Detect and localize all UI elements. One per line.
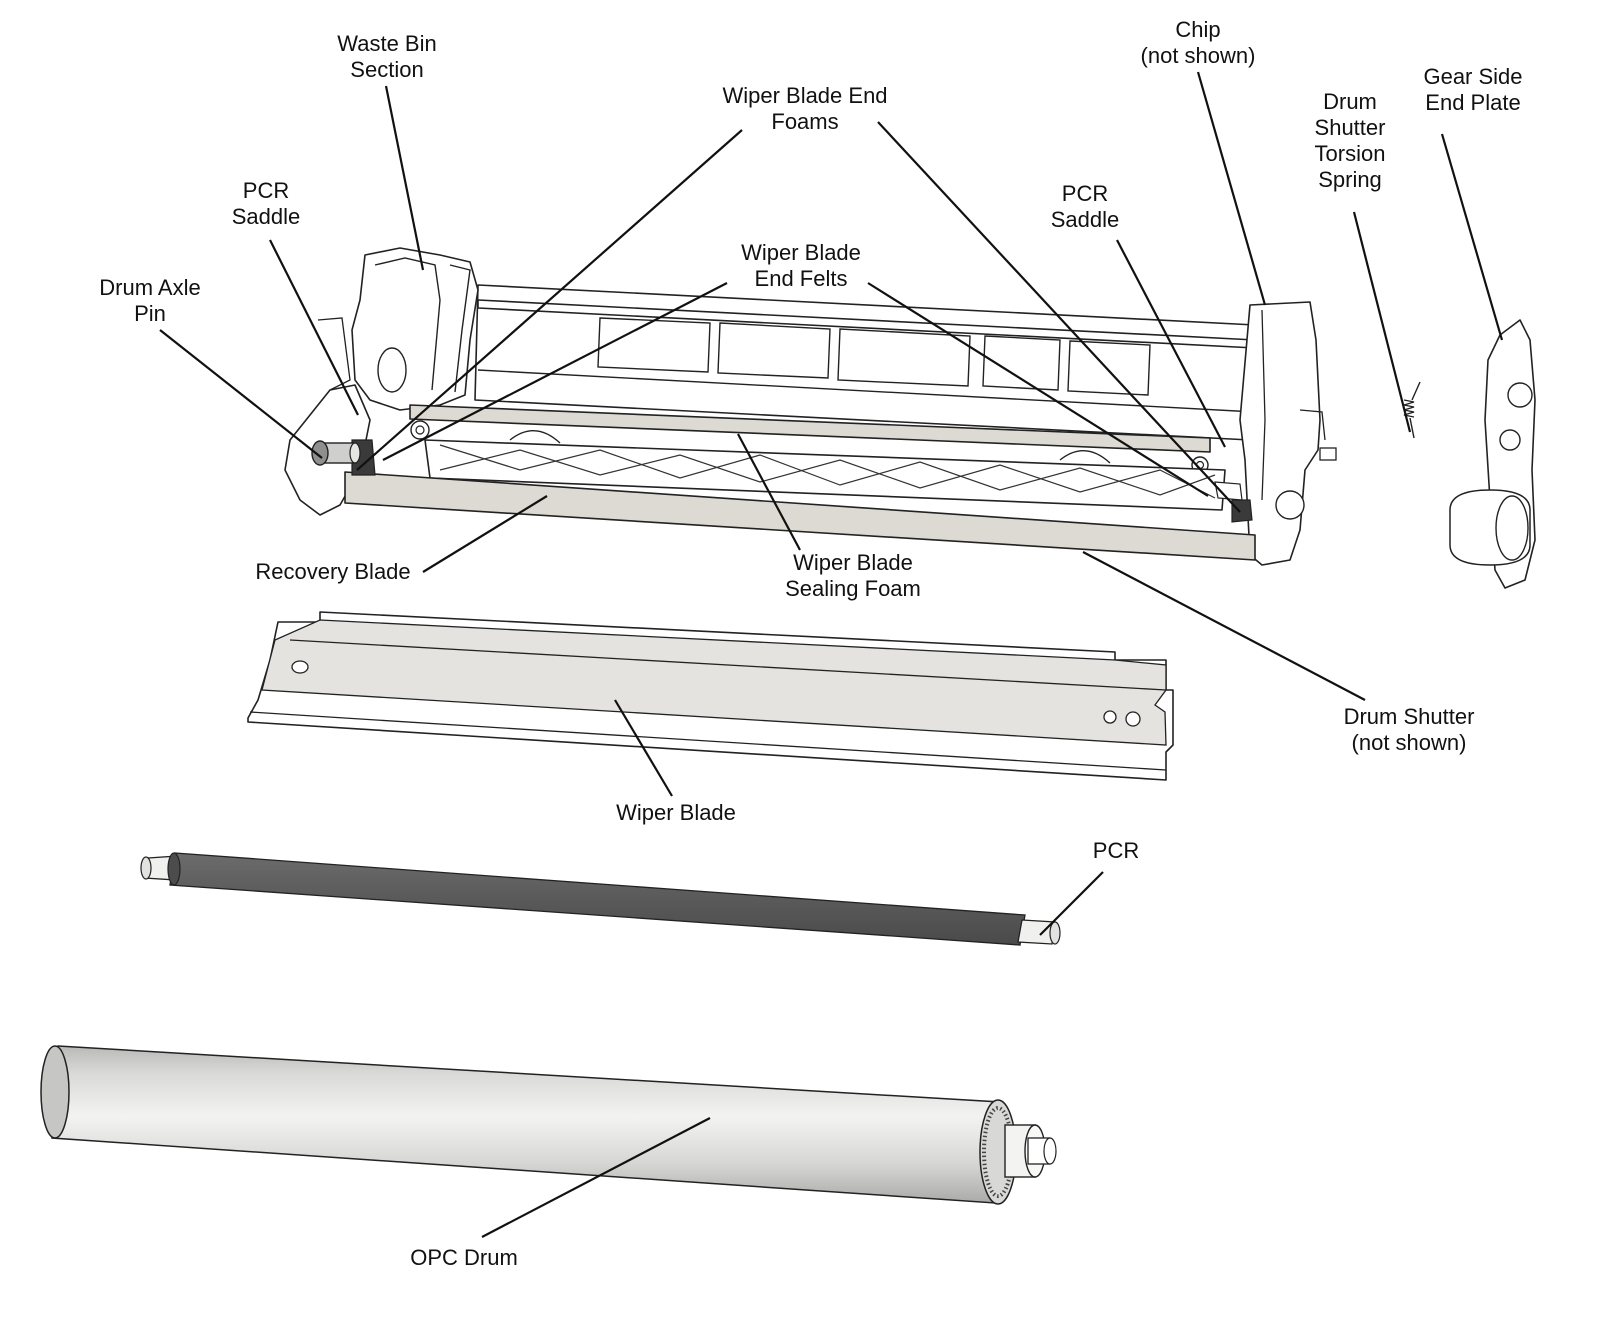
leader-opc-drum: [481, 1117, 711, 1238]
label-chip: Chip (not shown): [1140, 17, 1256, 68]
opc-drum: [40, 1045, 1057, 1205]
leader-end-foam-right: [877, 121, 1241, 513]
leader-end-felt-left: [382, 282, 728, 461]
label-drum-shutter-torsion-spring: Drum Shutter Torsion Spring: [1314, 89, 1386, 192]
label-pcr: PCR: [1092, 838, 1140, 863]
label-recovery-blade: Recovery Blade: [255, 559, 411, 584]
label-pcr-saddle-right: PCR Saddle: [1050, 181, 1120, 232]
label-gear-side-end-plate: Gear Side End Plate: [1423, 64, 1523, 115]
gear-side-end-plate: [1449, 319, 1536, 589]
leader-drum-shutter: [1082, 551, 1366, 701]
leader-end-felt-right: [867, 282, 1209, 497]
wiper-blade-sealing-foam: [409, 404, 1211, 453]
leader-waste-bin: [384, 85, 425, 271]
recovery-blade: [344, 471, 1256, 561]
drum-shutter-torsion-spring: [1403, 381, 1421, 439]
wiper-blade-end-felt-right: [1231, 499, 1253, 523]
label-wiper-blade-sealing-foam: Wiper Blade Sealing Foam: [785, 550, 921, 601]
drum-axle-pin: [311, 440, 361, 466]
label-pcr-saddle-left: PCR Saddle: [231, 178, 301, 229]
leader-end-foam-left: [356, 129, 743, 471]
cartridge-housing: [284, 247, 1337, 566]
leader-sealing-foam: [737, 433, 801, 551]
leader-lines: [159, 71, 1504, 1238]
label-opc-drum: OPC Drum: [410, 1245, 518, 1270]
leader-pcr-saddle-right: [1116, 239, 1226, 448]
leader-pcr: [1039, 871, 1104, 936]
leader-gear-plate: [1440, 133, 1504, 341]
label-wiper-blade-end-felts: Wiper Blade End Felts: [741, 240, 861, 291]
label-drum-shutter: Drum Shutter (not shown): [1343, 704, 1475, 755]
leader-chip: [1196, 71, 1267, 306]
leader-drum-axle-pin: [159, 329, 323, 459]
label-wiper-blade-end-foams: Wiper Blade End Foams: [722, 83, 888, 134]
label-wiper-blade: Wiper Blade: [616, 800, 736, 825]
wiper-blade: [247, 611, 1174, 781]
pcr-roller: [140, 852, 1061, 946]
waste-bin-section: [351, 247, 479, 411]
leader-torsion-spring: [1352, 211, 1412, 433]
leader-recovery-blade: [422, 495, 548, 573]
leader-pcr-saddle-left: [269, 239, 359, 416]
label-waste-bin-section: Waste Bin Section: [337, 31, 437, 82]
label-drum-axle-pin: Drum Axle Pin: [99, 275, 201, 326]
leader-wiper-blade: [614, 699, 673, 797]
